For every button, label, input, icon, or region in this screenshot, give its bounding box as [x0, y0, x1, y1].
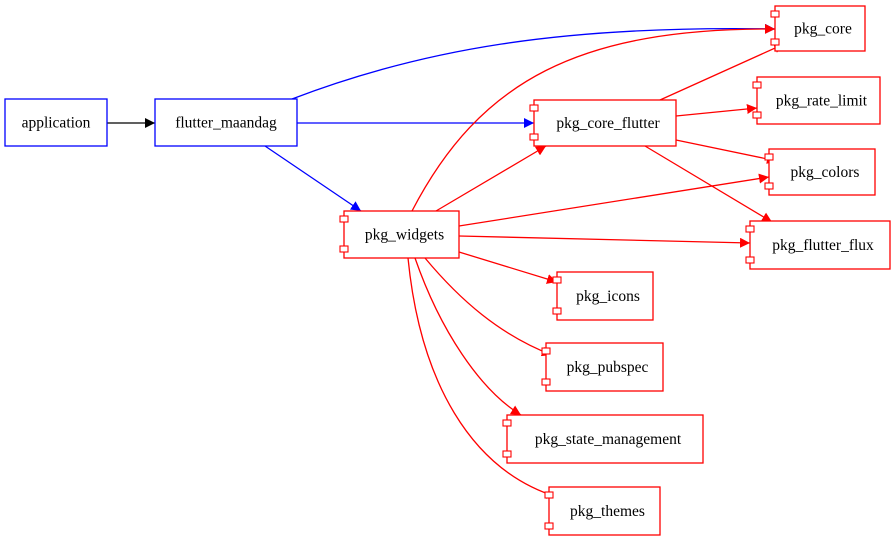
component-port-icon: [502, 450, 512, 458]
component-port-icon: [502, 419, 512, 427]
node-pkg-core-flutter[interactable]: pkg_core_flutter: [529, 99, 677, 147]
edge-pkg-widgets-to-pkg-colors: [458, 173, 770, 227]
node-label: pkg_themes: [570, 503, 645, 520]
component-port-icon: [770, 10, 780, 18]
edge-pkg-widgets-to-pkg-core: [411, 23, 776, 212]
node-label: pkg_flutter_flux: [772, 237, 874, 254]
node-pkg-flutter-flux[interactable]: pkg_flutter_flux: [745, 220, 891, 270]
component-box: [533, 99, 677, 147]
component-port-icon: [752, 81, 762, 89]
edge-flutter-maandag-to-pkg-widgets: [264, 145, 362, 212]
component-port-icon: [745, 225, 755, 233]
node-pkg-core[interactable]: pkg_core: [770, 5, 866, 52]
node-pkg-pubspec[interactable]: pkg_pubspec: [541, 342, 664, 392]
component-box: [545, 342, 664, 392]
component-port-icon: [745, 256, 755, 264]
node-label: pkg_core: [794, 21, 852, 38]
edge-pkg-widgets-to-pkg-flutter-flux: [458, 235, 751, 248]
component-port-icon: [552, 276, 562, 284]
node-pkg-icons[interactable]: pkg_icons: [552, 271, 654, 321]
node-pkg-state-management[interactable]: pkg_state_management: [502, 414, 704, 464]
component-port-icon: [529, 104, 539, 112]
node-label: pkg_core_flutter: [556, 115, 660, 132]
node-label: pkg_rate_limit: [776, 93, 868, 110]
component-port-icon: [764, 153, 774, 161]
node-label: pkg_colors: [791, 164, 860, 181]
edge-pkg-widgets-to-pkg-icons: [458, 251, 558, 284]
node-label: pkg_pubspec: [567, 359, 649, 376]
component-port-icon: [529, 133, 539, 141]
node-label: pkg_widgets: [365, 227, 444, 244]
node-label: pkg_state_management: [535, 431, 682, 448]
component-box: [343, 210, 460, 259]
component-port-icon: [764, 182, 774, 190]
node-box: [4, 98, 108, 147]
component-box: [556, 271, 654, 321]
edge-pkg-core-flutter-to-pkg-core: [659, 43, 785, 101]
edge-pkg-widgets-to-pkg-state-management: [414, 257, 522, 416]
edge-pkg-core-flutter-to-pkg-colors: [675, 139, 778, 164]
edge-pkg-widgets-to-pkg-core-flutter: [435, 145, 547, 212]
node-box: [154, 98, 298, 147]
node-pkg-colors[interactable]: pkg_colors: [764, 148, 876, 196]
component-port-icon: [770, 38, 780, 46]
component-box: [774, 5, 866, 52]
edge-pkg-widgets-to-pkg-pubspec: [424, 257, 553, 357]
node-pkg-rate-limit[interactable]: pkg_rate_limit: [752, 76, 881, 125]
component-box: [548, 486, 661, 536]
component-port-icon: [339, 215, 349, 223]
node-flutter-maandag[interactable]: flutter_maandag: [154, 98, 298, 147]
node-label: pkg_icons: [576, 288, 640, 305]
component-port-icon: [541, 378, 551, 386]
edges-layer: [107, 23, 785, 499]
edge-flutter-maandag-to-pkg-core: [291, 23, 776, 100]
node-pkg-widgets[interactable]: pkg_widgets: [339, 210, 460, 259]
edge-pkg-core-flutter-to-pkg-flutter-flux: [644, 145, 773, 223]
component-port-icon: [544, 522, 554, 530]
component-port-icon: [552, 307, 562, 315]
component-port-icon: [339, 245, 349, 253]
component-port-icon: [541, 347, 551, 355]
node-label: flutter_maandag: [175, 115, 277, 132]
edge-pkg-core-flutter-to-pkg-rate-limit: [675, 104, 758, 117]
component-box: [506, 414, 704, 464]
component-box: [756, 76, 881, 125]
component-port-icon: [752, 111, 762, 119]
component-box: [768, 148, 876, 196]
nodes-layer: application flutter_maandag pkg_core pkg_co…: [4, 5, 891, 536]
edge-pkg-widgets-to-pkg-themes: [407, 257, 558, 499]
node-application[interactable]: application: [4, 98, 108, 147]
node-pkg-themes[interactable]: pkg_themes: [544, 486, 661, 536]
component-port-icon: [544, 491, 554, 499]
node-label: application: [22, 115, 91, 132]
component-box: [749, 220, 891, 270]
